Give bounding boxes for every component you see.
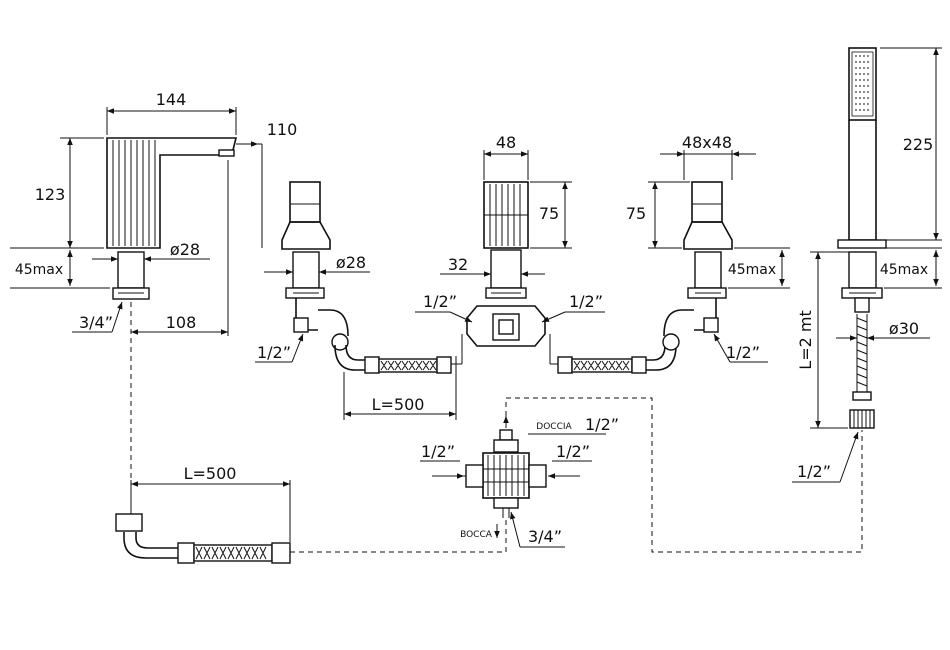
left-valve-assembly: ø28 1/2”: [255, 181, 370, 363]
spout-assembly: 144 110 123 ø28 45max 3/4” 108: [10, 90, 297, 336]
dim-shower-height: 225: [903, 135, 934, 154]
spout-shank: [117, 251, 145, 289]
dim-spout-reach: 110: [267, 120, 298, 139]
dim-valve-right-shank: 45max: [728, 262, 776, 278]
shower-nozzles: [851, 51, 874, 117]
spout-ribs: [112, 140, 156, 246]
dim-valve-right-conn: 1/2”: [726, 343, 760, 362]
shower-handle: [848, 120, 877, 241]
dim-shower-hose: L=2 mt: [796, 310, 815, 369]
connection-lines: [130, 302, 863, 553]
dim-spout-dia: ø28: [170, 240, 200, 259]
dim-mixer-in-left: 1/2”: [423, 292, 457, 311]
dim-shower-conn: 1/2”: [797, 462, 831, 481]
left-hose: L=500: [334, 344, 457, 420]
diverter-assembly: DOCCIA 1/2” 1/2” 1/2” BOCCA 3/4”: [420, 415, 619, 548]
dim-hose-spout: L=500: [184, 464, 237, 483]
center-mixer-assembly: 48 75 32 1/2” 1/2”: [415, 133, 605, 365]
right-valve-assembly: 48x48 75 45max 1/2”: [626, 133, 790, 363]
dim-diverter-in-right: 1/2”: [556, 442, 590, 461]
dim-mixer-body: 32: [448, 255, 468, 274]
dim-mixer-height: 75: [539, 204, 559, 223]
dim-doccia-size: 1/2”: [585, 415, 619, 434]
dim-valve-dia: ø28: [336, 253, 366, 272]
dim-shower-shank: 45max: [880, 262, 928, 278]
dim-spout-width: 144: [156, 90, 187, 109]
dim-hose-left: L=500: [372, 395, 425, 414]
dim-spout-shank: 45max: [15, 262, 63, 278]
shower-hose: [856, 314, 868, 392]
dim-diverter-in-left: 1/2”: [421, 442, 455, 461]
dim-valve-right-height: 75: [626, 204, 646, 223]
dim-mixer-in-right: 1/2”: [569, 292, 603, 311]
spout-hose: L=500: [115, 464, 291, 564]
shower-head: [848, 47, 877, 121]
dim-valve-left-conn: 1/2”: [257, 343, 291, 362]
left-valve-handle: [289, 181, 321, 223]
right-hose: [557, 333, 680, 374]
label-doccia: DOCCIA: [536, 422, 572, 432]
spout-aerator: [218, 149, 235, 157]
label-bocca: BOCCA: [460, 530, 493, 540]
dim-spout-offset: 108: [166, 313, 197, 332]
dim-bocca-size: 3/4”: [528, 527, 562, 546]
shower-assembly: 225 45max ø30 L=2 mt 1/2”: [792, 47, 942, 483]
dim-shower-dia: ø30: [889, 319, 919, 338]
spout-body: [106, 137, 238, 249]
dim-spout-height: 123: [35, 185, 66, 204]
shower-holder: [837, 239, 887, 249]
right-valve-handle: [691, 181, 723, 223]
dim-valve-right-size: 48x48: [682, 133, 732, 152]
dim-spout-thread: 3/4”: [79, 313, 113, 332]
dim-mixer-width: 48: [496, 133, 516, 152]
